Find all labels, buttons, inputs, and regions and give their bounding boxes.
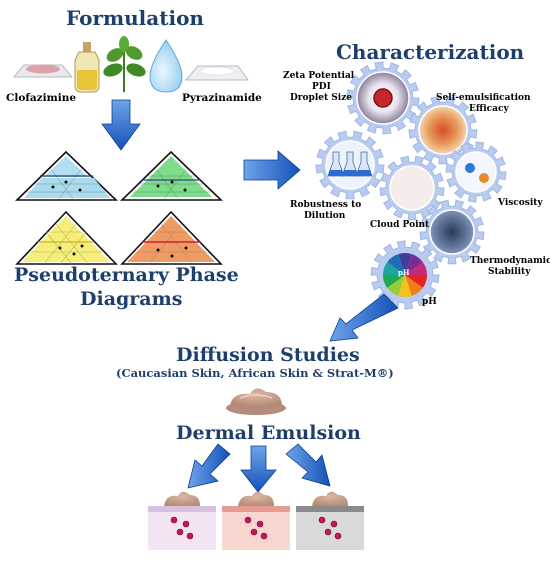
gear-robustness xyxy=(315,130,385,200)
skin-sample-caucasian xyxy=(148,491,216,550)
ingredient-label-clofazimine: Clofazimine xyxy=(6,92,77,104)
arrow-to-skin-right xyxy=(285,443,331,487)
ph-color-wheel xyxy=(383,253,427,297)
test-label-self-emulsification: Self-emulsification xyxy=(436,93,531,103)
phase-triangle-yellow xyxy=(15,210,118,265)
arrow-to-skin-left xyxy=(187,443,231,489)
gear-cloud-point xyxy=(379,155,445,221)
arrow-to-skin-middle xyxy=(240,445,277,493)
ingredient-label-pyrazinamide: Pyrazinamide xyxy=(182,92,262,104)
skin-sample-stratm xyxy=(296,491,364,550)
test-label-robustness: Robustness to xyxy=(290,200,362,210)
viscosity-image xyxy=(455,151,497,193)
gear-viscosity xyxy=(445,141,507,203)
herb-leaves-icon xyxy=(103,36,146,92)
gear-self-emulsification xyxy=(408,95,478,165)
gear-zeta-potential xyxy=(346,61,420,135)
test-label-stability: Stability xyxy=(488,267,531,277)
gear-ph xyxy=(370,240,440,310)
pyrazinamide-powder-icon xyxy=(184,65,249,81)
cream-dollop-icon xyxy=(226,388,286,415)
test-label-efficacy: Efficacy xyxy=(469,104,509,114)
viscosity-drops xyxy=(465,163,489,183)
diffusion-studies-subtitle: (Caucasian Skin, African Skin & Strat-M®… xyxy=(116,366,394,380)
arrow-formulation-to-diagrams xyxy=(101,99,141,151)
formulation-title: Formulation xyxy=(66,6,204,30)
oil-bottle-icon xyxy=(74,42,100,93)
test-label-thermodynamic: Thermodynamic xyxy=(470,256,550,266)
test-label-dilution: Dilution xyxy=(304,211,346,221)
characterization-title: Characterization xyxy=(336,40,525,64)
flask-icons xyxy=(327,151,373,177)
skin-sample-african xyxy=(222,491,290,550)
arrow-diagrams-to-characterization xyxy=(243,150,301,190)
test-label-zeta-potential: Zeta Potential xyxy=(283,71,355,81)
phase-triangle-orange xyxy=(120,210,223,265)
ph-wheel-label: pH xyxy=(398,268,410,277)
water-drop-icon xyxy=(149,39,183,93)
test-label-ph: pH xyxy=(422,297,437,307)
dermal-emulsion-title: Dermal Emulsion xyxy=(176,422,361,444)
test-label-droplet-size: Droplet Size xyxy=(290,93,353,103)
test-label-cloud-point: Cloud Point xyxy=(370,220,430,230)
test-label-viscosity: Viscosity xyxy=(498,198,543,208)
test-label-pdi: PDI xyxy=(312,82,331,92)
cloud-point-image xyxy=(389,165,435,211)
arrow-characterization-to-diffusion xyxy=(329,293,399,342)
emulsion-cell-image xyxy=(418,105,468,155)
gear-thermodynamic-stability xyxy=(419,199,485,265)
phase-diagrams-title-line1: Pseudoternary Phase xyxy=(14,264,239,286)
clofazimine-powder-icon xyxy=(12,64,74,78)
fractal-image xyxy=(429,209,475,255)
diffusion-studies-title: Diffusion Studies xyxy=(176,344,360,366)
phase-diagrams-title-line2: Diagrams xyxy=(80,288,183,310)
phase-triangle-green xyxy=(120,150,223,201)
phase-triangle-blue xyxy=(15,150,118,201)
